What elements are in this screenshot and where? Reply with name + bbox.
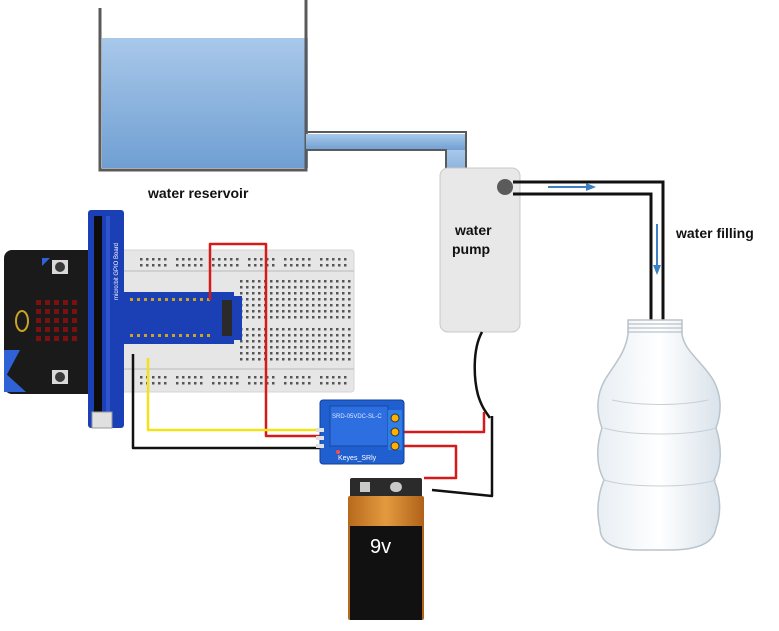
outlet-hose [513, 180, 665, 330]
relay-terminals [388, 410, 402, 451]
label-water-pump-line1: water [455, 222, 492, 238]
microbit-button-a [52, 260, 68, 274]
microbit-button-b [52, 370, 68, 384]
water-reservoir [98, 0, 467, 190]
label-water-filling: water filling [676, 225, 754, 241]
wire-yellow-signal [146, 358, 322, 432]
pump-body [439, 167, 521, 333]
gpio-board-label: micro:bit GPIO Board [114, 243, 120, 300]
label-water-reservoir: water reservoir [148, 185, 249, 201]
microbit-touch-logo [15, 310, 29, 332]
water-bottle [597, 319, 721, 551]
microbit [4, 250, 98, 394]
outlet-pipe-wall-bottom [306, 149, 447, 190]
microbit-led-matrix [36, 300, 77, 341]
microbit-triangle-bottom [4, 372, 26, 392]
relay-module: SRD-05VDC-SL-C Keyes_SRly [316, 399, 405, 465]
gpio-board: micro:bit GPIO Board [88, 210, 242, 429]
microbit-triangle-top [42, 258, 50, 266]
reservoir-tank-wall [98, 0, 308, 172]
relay-led [336, 450, 340, 454]
flow-arrow-down [653, 224, 661, 275]
water-pump [439, 167, 521, 419]
bottle-ribs [603, 399, 717, 487]
battery-9v: 9v [348, 478, 424, 620]
reservoir-outlet-pipe-water [306, 134, 466, 150]
battery-label: 9v [370, 536, 391, 558]
relay-spec: SRD-05VDC-SL-C [332, 414, 382, 420]
wire-black-ground [131, 354, 322, 450]
relay-signal-pins [316, 428, 324, 448]
relay-model: Keyes_SRly [338, 455, 377, 462]
wire-red-relay-to-battery [398, 444, 458, 480]
wires [131, 242, 494, 498]
reservoir-water [102, 38, 308, 168]
gpio-pin-headers [130, 298, 210, 337]
wire-black-battery-to-pump [431, 416, 494, 498]
wire-red-relay-to-pump [398, 412, 486, 434]
pump-outlet-port [497, 179, 513, 195]
label-water-pump-line2: pump [452, 241, 491, 257]
bottle-body [597, 319, 721, 551]
bottle-cap-rings [628, 323, 682, 333]
wire-red-gpio-vcc [208, 242, 322, 438]
microbit-triangle-left [4, 350, 20, 380]
pump-cable [473, 331, 492, 419]
flow-arrow-right [548, 183, 596, 191]
